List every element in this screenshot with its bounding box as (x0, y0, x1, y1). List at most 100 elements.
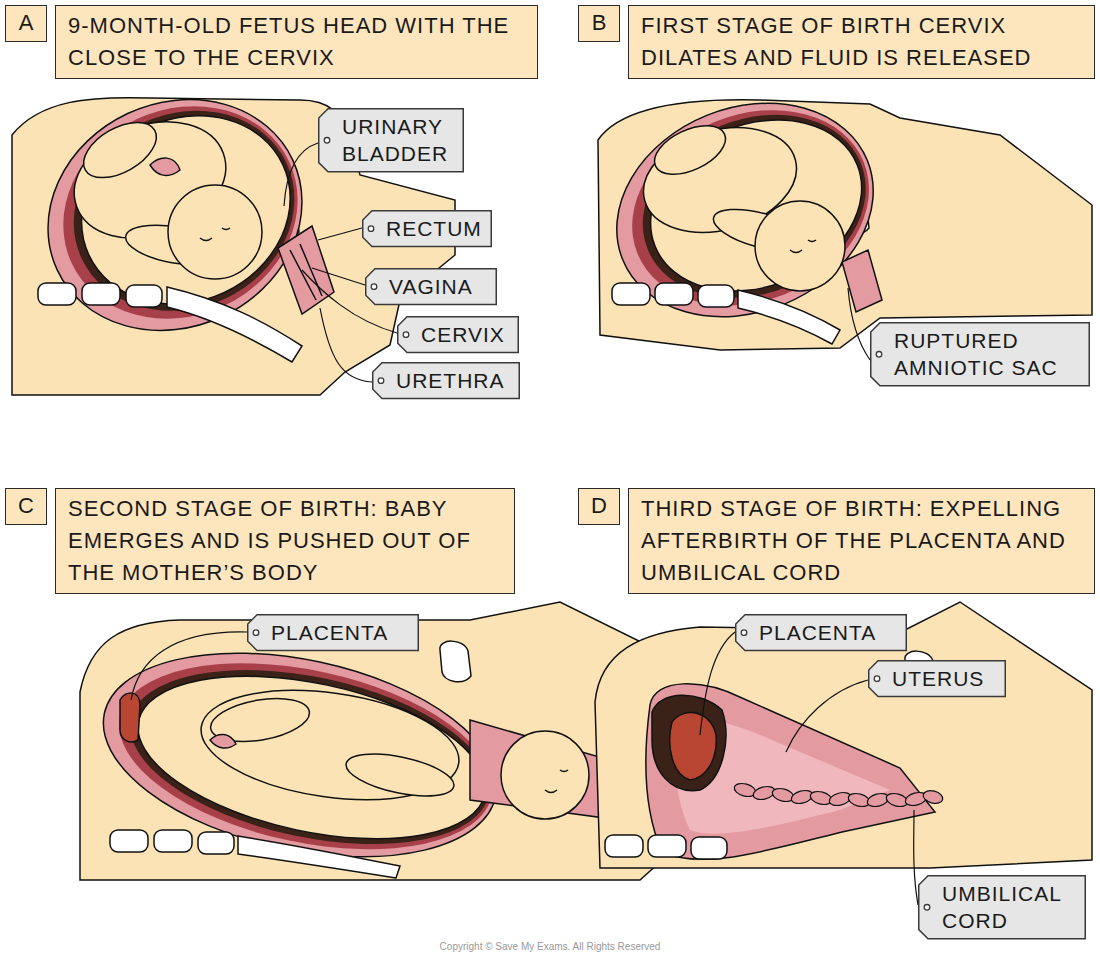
fetus (58, 102, 262, 279)
part-label: UMBILICAL CORD (918, 875, 1086, 940)
label-text: D (583, 491, 615, 522)
cervix (842, 250, 882, 312)
spine (655, 283, 693, 305)
label-text: A (10, 8, 42, 39)
label-text: FIRST STAGE OF BIRTH CERVIX DILATES AND … (641, 10, 1082, 74)
tag-shape (871, 323, 1090, 386)
label-text: 9-MONTH-OLD FETUS HEAD WITH THE CLOSE TO… (68, 10, 525, 74)
placenta-shell (652, 695, 726, 790)
fetus (74, 111, 165, 189)
part-label: VAGINA (365, 268, 497, 305)
umbilical-cord (922, 789, 944, 806)
leader-lines (848, 288, 870, 360)
stage-title: SECOND STAGE OF BIRTH: BABY EMERGES AND … (55, 488, 515, 594)
stage-title: THIRD STAGE OF BIRTH: EXPELLING AFTERBIR… (628, 488, 1095, 594)
label-text: RECTUM (386, 215, 484, 242)
spine (198, 832, 234, 854)
tag-dot (741, 630, 747, 636)
spine (691, 837, 727, 859)
baby (207, 692, 312, 749)
stage-title: FIRST STAGE OF BIRTH CERVIX DILATES AND … (628, 5, 1095, 79)
baby (501, 731, 589, 819)
label-text: PLACENTA (271, 619, 411, 646)
part-label: UTERUS (868, 660, 1006, 697)
spine (38, 283, 302, 362)
fetus (632, 112, 845, 291)
spine (738, 290, 840, 344)
label-text: THIRD STAGE OF BIRTH: EXPELLING AFTERBIR… (641, 493, 1082, 589)
tag-shape (919, 876, 1086, 939)
copyright-note: Copyright © Save My Exams. All Rights Re… (0, 941, 1100, 952)
label-text: URETHRA (396, 367, 512, 394)
spine (698, 285, 734, 307)
spine (612, 283, 650, 305)
label-text: URINARY BLADDER (342, 113, 456, 168)
spine (110, 830, 400, 878)
leader-lines (786, 680, 868, 752)
tag-dot (253, 630, 259, 636)
tag-shape (363, 211, 492, 247)
tag-shape (366, 269, 497, 305)
uterus (615, 83, 893, 330)
uterus (646, 684, 935, 860)
panel-letter: B (578, 5, 620, 42)
fetus (647, 116, 733, 184)
uterus (123, 648, 500, 866)
part-label: URINARY BLADDER (318, 108, 464, 173)
tag-dot (874, 676, 880, 682)
tag-dot (924, 904, 930, 910)
tag-shape (248, 615, 419, 651)
cervix-vagina (278, 226, 334, 314)
spine (82, 283, 120, 305)
tag-dot (371, 284, 377, 290)
baby (210, 734, 236, 748)
uterus (28, 68, 333, 356)
leader-lines (284, 143, 318, 206)
umbilical-cord (809, 789, 833, 806)
spine (605, 835, 643, 857)
fetus (755, 201, 845, 291)
part-label: RUPTURED AMNIOTIC SAC (870, 322, 1090, 387)
tag-dot (324, 137, 330, 143)
tag-dot (403, 332, 409, 338)
uterus (85, 620, 516, 889)
spine (154, 830, 192, 852)
label-text: VAGINA (389, 273, 489, 300)
tag-shape (319, 109, 464, 172)
part-label: URETHRA (372, 362, 520, 399)
spine (238, 836, 400, 878)
spine (167, 287, 302, 362)
panel-letter: D (578, 488, 620, 525)
placenta (120, 693, 140, 742)
umbilical-cord (733, 781, 944, 808)
uterus (584, 66, 905, 354)
cervix-line (290, 244, 322, 300)
uterus (10, 59, 340, 372)
leader-lines (700, 632, 735, 735)
uterus (114, 641, 505, 874)
tag-shape (373, 363, 520, 399)
label-text: PLACENTA (759, 619, 899, 646)
part-label: CERVIX (397, 316, 519, 353)
bladder (440, 641, 471, 682)
leader-lines (848, 288, 870, 360)
uterus (85, 620, 516, 889)
panel-letter: A (5, 5, 47, 42)
tag-shape (398, 317, 519, 353)
label-text: UTERUS (892, 665, 998, 692)
tag-dot (378, 378, 384, 384)
fetus (150, 158, 180, 175)
fetus (168, 185, 262, 279)
leader-lines (131, 632, 247, 700)
fetus (200, 228, 230, 241)
label-text: SECOND STAGE OF BIRTH: BABY EMERGES AND … (68, 493, 502, 589)
leader-lines (318, 228, 362, 240)
panel-d-illustration (595, 602, 1092, 905)
spine (648, 835, 686, 857)
spine (126, 285, 162, 307)
part-label: PLACENTA (735, 614, 907, 651)
baby (194, 675, 589, 819)
label-text: C (10, 491, 42, 522)
baby (194, 675, 466, 814)
